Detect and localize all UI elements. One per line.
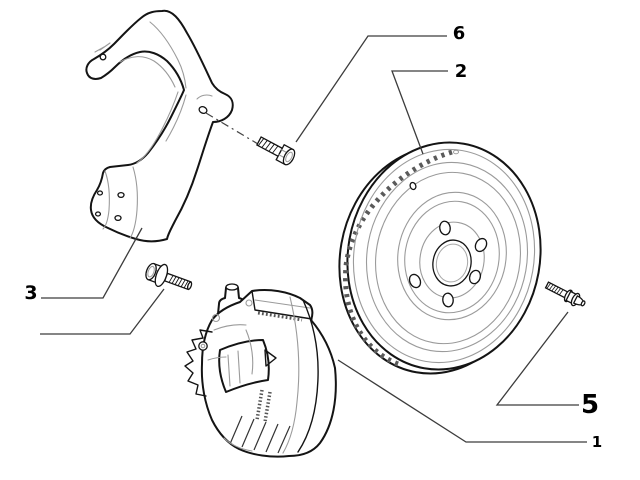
callout-6[interactable]: 6 — [295, 23, 466, 143]
disc-center-bore — [432, 239, 472, 287]
callout-1[interactable]: 1 — [337, 359, 602, 451]
bolt6-shank — [256, 136, 284, 158]
callout-6-label[interactable]: 6 — [453, 23, 466, 44]
sensor-screw-part-5 — [544, 281, 586, 307]
bolt5-nose-tip — [580, 300, 586, 307]
bolt5-threads — [546, 283, 564, 296]
caliper-arm-inner-detail — [282, 296, 300, 454]
callout-5-leader — [495, 311, 579, 406]
callout-5-label[interactable]: 5 — [581, 390, 599, 420]
shield-clip-hole — [99, 53, 107, 61]
caliper-bleed-screw-tip — [200, 343, 206, 349]
caliper-pin-boss-left — [211, 313, 221, 323]
disc-rim-notch — [453, 149, 459, 155]
bolt3-head-face-inner — [147, 265, 155, 278]
caliper-wear-arrow — [264, 349, 277, 367]
callout-1-label[interactable]: 1 — [592, 433, 602, 451]
disc-stud-hole-3 — [468, 269, 482, 285]
callout-3-leader-shield — [41, 227, 143, 299]
brake-disc-part-2 — [338, 141, 542, 375]
bolt3-tip — [186, 281, 193, 290]
caliper-pad-window — [218, 339, 270, 393]
shield-ear-hole-lower — [94, 211, 102, 217]
shield-boss-arc — [196, 94, 213, 100]
brake-caliper-part-1 — [184, 283, 337, 458]
shield-fold-line-top — [149, 21, 187, 89]
caliper-pad-lines — [227, 350, 241, 387]
caliper-arm-inner-edge — [297, 299, 319, 453]
callout-2-label[interactable]: 2 — [455, 61, 468, 82]
disc-locating-hole — [409, 181, 417, 191]
shield-bolt-part-6 — [256, 136, 296, 166]
callout-3-label[interactable]: 3 — [24, 282, 37, 304]
caliper-guide-pin-left-cap — [225, 283, 239, 291]
disc-stud-hole-4 — [442, 292, 454, 308]
bolt6-threads — [258, 138, 279, 154]
disc-center-bore-inner — [435, 243, 469, 283]
shield-fold-line-band1 — [136, 91, 179, 164]
shield-bolt-hole — [198, 105, 208, 115]
shield-foot-hole-lower — [114, 214, 122, 222]
disc-stud-hole-5 — [408, 273, 422, 289]
shield-ear-hole-upper — [96, 190, 104, 196]
disc-face-ring-inner — [374, 171, 522, 345]
disc-hub-ring-outer — [397, 191, 507, 321]
shield-clip-detail — [94, 42, 111, 53]
disc-hub-ring-inner — [404, 200, 500, 314]
disc-face-ring-outer — [365, 161, 529, 353]
callout-6-leader — [295, 35, 447, 143]
disc-rim-chamfer — [352, 148, 536, 364]
callout-3[interactable]: 3 — [24, 227, 165, 335]
callout-5[interactable]: 5 — [495, 311, 599, 420]
bolt6-head-face-inner — [285, 151, 293, 163]
callout-3-leader-bolt — [40, 288, 165, 335]
shield-foot-fold-right — [129, 166, 138, 239]
callout-2-leader — [391, 70, 448, 155]
callout-2[interactable]: 2 — [391, 61, 468, 155]
caliper-bridge-step — [254, 299, 311, 309]
caliper-bridge-edges — [251, 290, 313, 320]
caliper-bottom-ribs — [229, 415, 291, 454]
caliper-cast-text-streaks — [255, 389, 272, 423]
disc-stud-hole-2 — [474, 237, 488, 253]
caliper-left-casting — [184, 329, 213, 397]
shield-foot-hole-upper — [117, 191, 125, 199]
shield-outline — [85, 9, 234, 243]
shield-foot-fold-left — [102, 170, 110, 230]
caliper-bolt-part-3 — [145, 262, 193, 291]
caliper-bottom-curve — [223, 437, 253, 452]
shield-fold-line-arm — [119, 56, 176, 88]
shield-fold-line-band2 — [165, 94, 187, 142]
disc-stud-hole-1 — [439, 220, 451, 236]
assembly-centerline-dashed — [205, 112, 259, 145]
caliper-pin-boss-right — [245, 299, 253, 307]
caliper-face-details — [207, 324, 254, 375]
callout-1-leader — [337, 359, 587, 443]
brake-splash-shield — [85, 9, 234, 243]
bolt3-threads — [168, 275, 189, 289]
caliper-bleed-screw — [198, 341, 208, 351]
